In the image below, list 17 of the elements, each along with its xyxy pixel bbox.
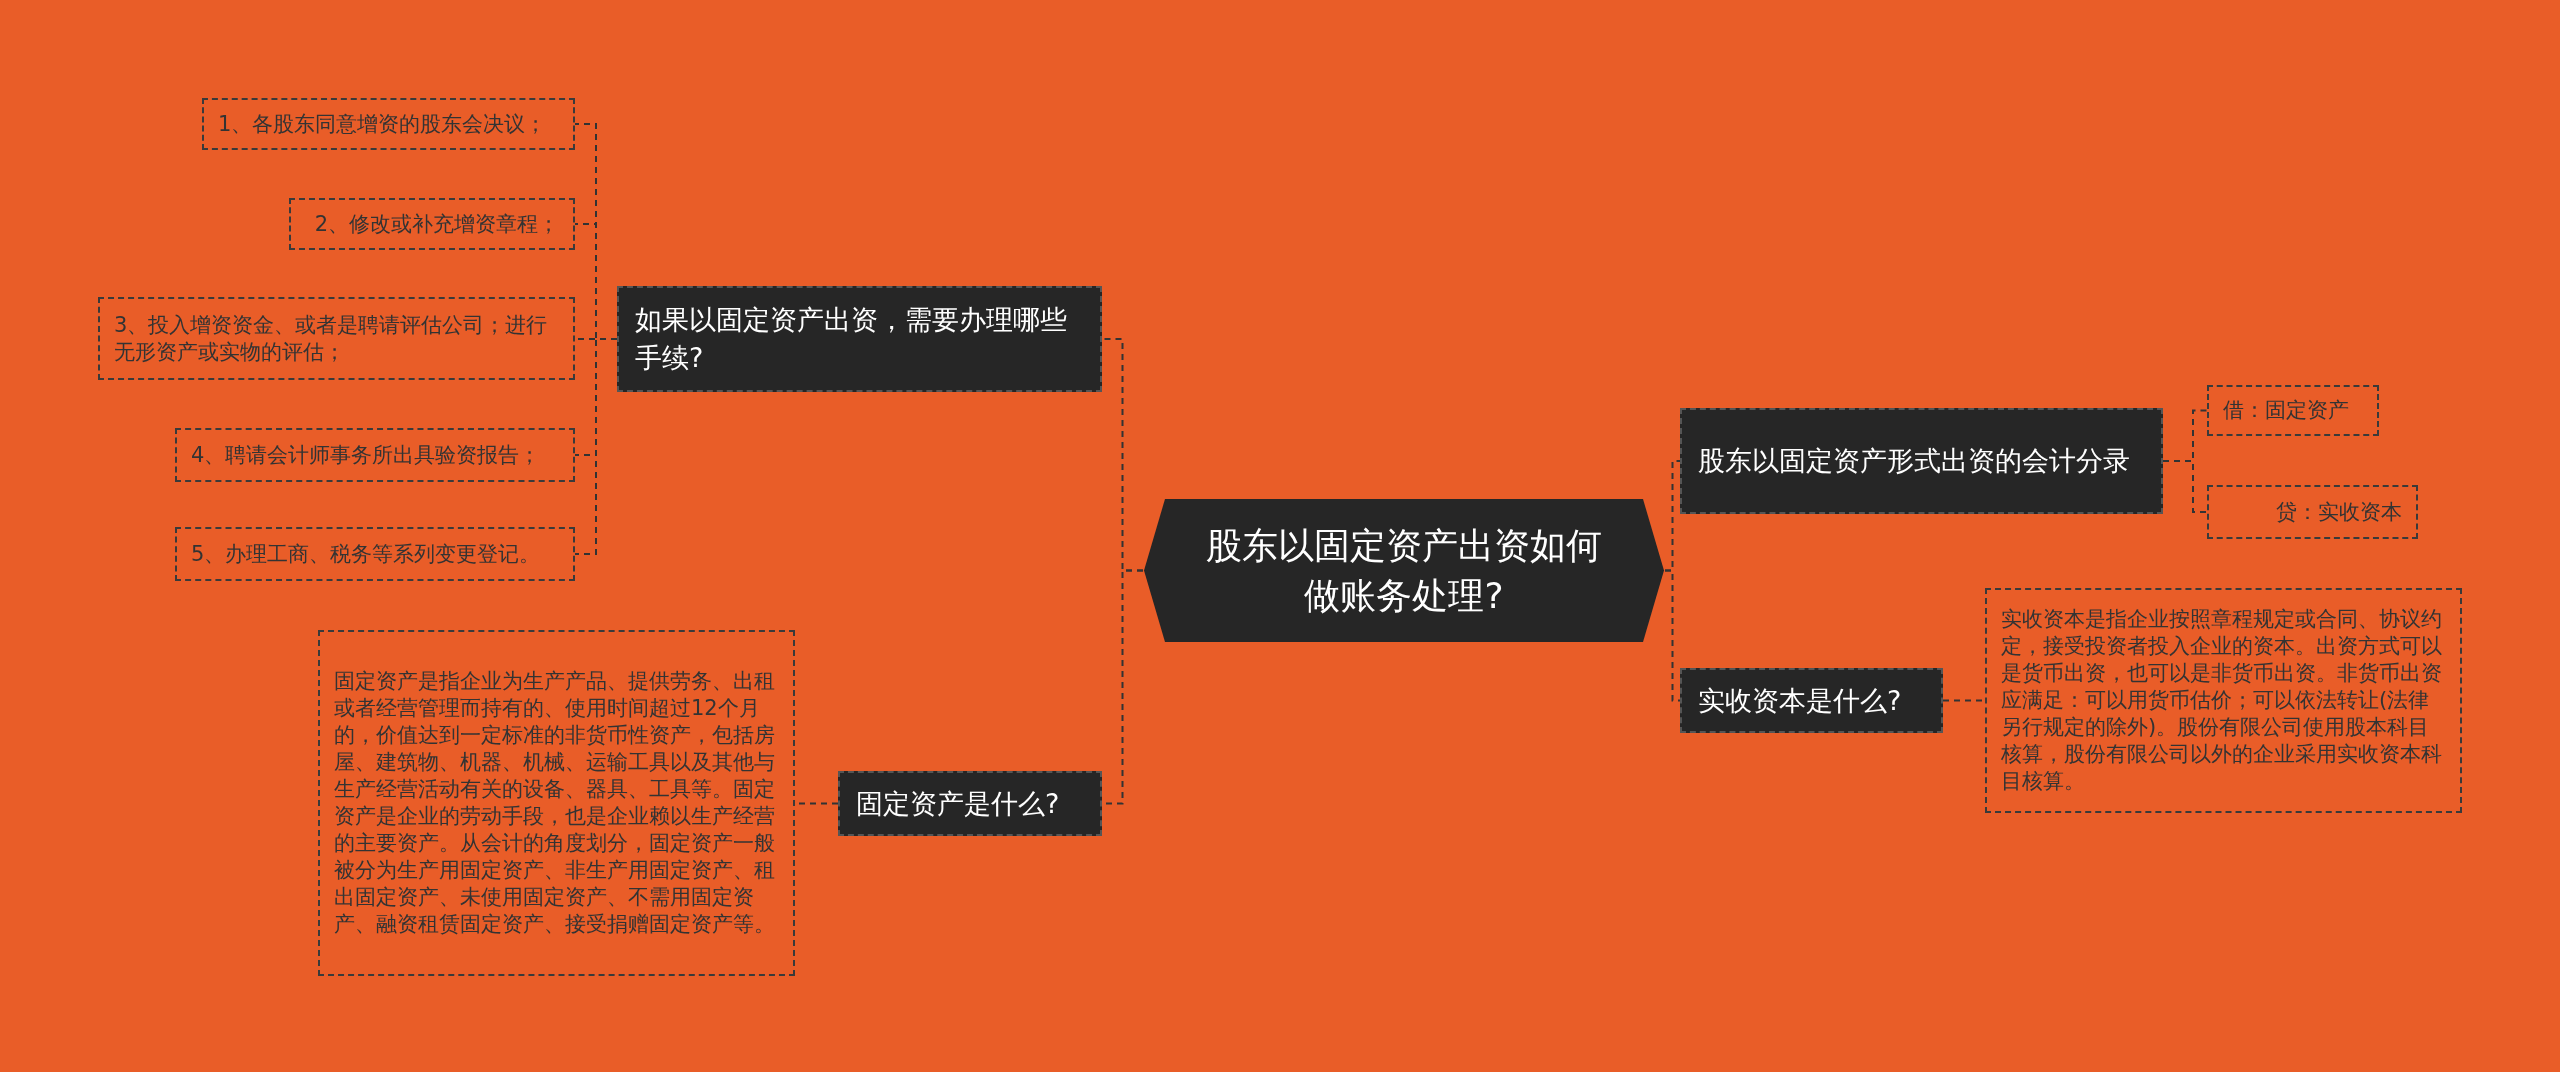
note-box: 贷：实收资本 xyxy=(2207,485,2418,539)
connector-line xyxy=(574,338,618,555)
central-topic-hexagon: 股东以固定资产出资如何做账务处理? xyxy=(1143,498,1665,643)
connector-line xyxy=(1664,569,1681,702)
note-box: 4、聘请会计师事务所出具验资报告； xyxy=(175,428,575,482)
note-box: 2、修改或补充增资章程； xyxy=(289,198,575,250)
topic-box: 实收资本是什么? xyxy=(1680,668,1943,733)
connector-line xyxy=(2162,460,2208,513)
note-box: 实收资本是指企业按照章程规定或合同、协议约定，接受投资者投入企业的资本。出资方式可以是货币出资，也可以是非货币出资。非货币出资应满足：可以用货币估价；可以依法转让(法律另行规定的除外)。股份有限公司使用股本科目核算，股份有限公司以外的企业采用实收资本科目核算。 xyxy=(1985,588,2462,813)
topic-box: 如果以固定资产出资，需要办理哪些手续? xyxy=(617,286,1102,392)
topic-box: 股东以固定资产形式出资的会计分录 xyxy=(1680,408,2163,514)
note-box: 1、各股东同意增资的股东会决议； xyxy=(202,98,575,150)
topic-box: 固定资产是什么? xyxy=(838,771,1102,836)
note-box: 固定资产是指企业为生产产品、提供劳务、出租或者经营管理而持有的、使用时间超过12个月的，价值达到一定标准的非货币性资产，包括房屋、建筑物、机器、机械、运输工具以及其他与生产经营活动有关的设备、器具、工具等。固定资产是企业的劳动手段，也是企业赖以生产经营的主要资产。从会计的角度划分，固定资产一般被分为生产用固定资产、非生产用固定资产、租出固定资产、未使用固定资产、不需用固定资产、融资租赁固定资产、接受捐赠固定资产等。 xyxy=(318,630,795,976)
note-box: 5、办理工商、税务等系列变更登记。 xyxy=(175,527,575,581)
note-box: 3、投入增资资金、或者是聘请评估公司；进行无形资产或实物的评估； xyxy=(98,297,575,380)
note-box: 借：固定资产 xyxy=(2207,385,2379,436)
